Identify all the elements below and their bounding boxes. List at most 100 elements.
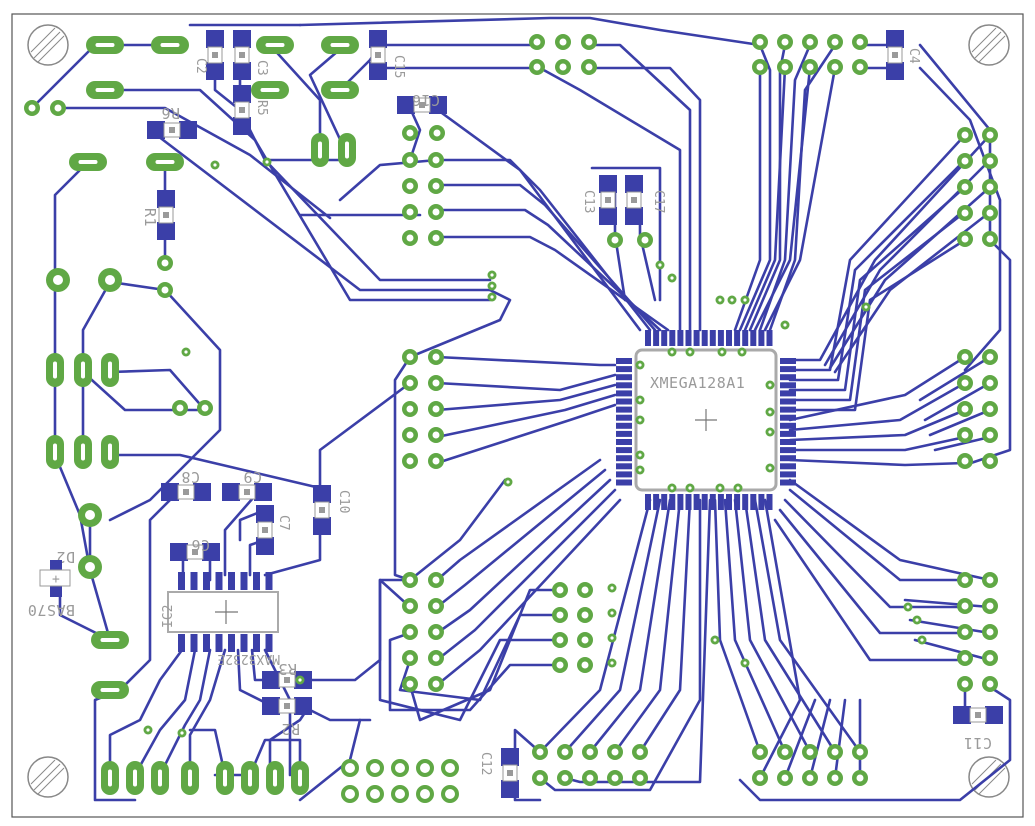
smd-pad — [157, 222, 175, 240]
pad-hole — [581, 611, 589, 619]
mcu-pin — [726, 494, 732, 510]
pad-hole — [611, 748, 619, 756]
smd-pad — [953, 706, 971, 724]
pad-hole — [986, 183, 994, 191]
ic2-pin — [178, 634, 185, 652]
mcu-pin — [685, 330, 692, 346]
smd-pad — [501, 780, 519, 798]
pad-hole — [406, 129, 414, 137]
pad-hole — [856, 774, 864, 782]
via-hole — [490, 273, 494, 277]
pad-hole — [536, 774, 544, 782]
mcu-pin — [645, 330, 651, 346]
smd-pad — [886, 30, 904, 48]
mcu-pin — [780, 382, 796, 389]
smd-mark — [183, 489, 189, 495]
smd-pad — [233, 117, 251, 135]
mcu-pin — [780, 455, 796, 462]
ic2-pin — [265, 572, 273, 590]
pad-hole — [986, 379, 994, 387]
pad-hole — [533, 38, 541, 46]
mounting-hole — [968, 24, 1010, 66]
ic2-pin — [215, 634, 223, 652]
pad-hole — [781, 748, 789, 756]
via-hole — [670, 276, 674, 280]
via-hole — [720, 350, 724, 354]
smd-mark — [244, 489, 250, 495]
smd-parts — [147, 30, 1003, 798]
r5-label: R5 — [254, 100, 269, 116]
via-hole — [146, 728, 150, 732]
pad-slot — [318, 141, 322, 159]
pad-hole — [961, 628, 969, 636]
mcu-pin — [742, 330, 749, 346]
pad-slot — [188, 769, 192, 787]
via-hole — [490, 284, 494, 288]
pad-slot — [155, 160, 175, 164]
pad-hole — [406, 602, 414, 610]
unused-pad — [416, 785, 434, 803]
via-hole — [490, 295, 494, 299]
unused-pad — [441, 759, 459, 777]
pad-hole — [636, 774, 644, 782]
unused-pad — [366, 759, 384, 777]
pad-hole — [406, 405, 414, 413]
smd-mark — [262, 527, 268, 533]
oval-pads — [46, 36, 359, 795]
mcu-pin — [780, 471, 796, 478]
pad-hole — [432, 602, 440, 610]
via-hole — [610, 586, 614, 590]
smd-pad — [193, 483, 211, 501]
smd-pad — [256, 505, 274, 523]
mcu-pin — [750, 494, 757, 510]
pad-hole — [961, 431, 969, 439]
mcu-pin — [780, 374, 796, 381]
smd-pad — [313, 517, 331, 535]
mcu-pin — [616, 382, 632, 389]
ic2-label: IC2 — [161, 605, 176, 628]
mcu-pin — [677, 330, 684, 346]
d2-pad — [50, 560, 62, 572]
smd-mark — [419, 102, 425, 108]
via-hole — [298, 678, 302, 682]
smd-pad — [161, 483, 179, 501]
pad-hole — [432, 654, 440, 662]
smd-mark — [284, 677, 290, 683]
pad-hole — [432, 457, 440, 465]
smd-pad — [262, 697, 280, 715]
via-hole — [743, 298, 747, 302]
smd-pad — [313, 485, 331, 503]
pad-hole — [406, 576, 414, 584]
pad-hole — [641, 236, 649, 244]
smd-mark — [507, 770, 513, 776]
unused-pad — [391, 759, 409, 777]
smd-pad — [254, 483, 272, 501]
pad-hole — [406, 156, 414, 164]
r6-label: R6 — [161, 104, 180, 122]
pad-hole — [432, 182, 440, 190]
via-hole — [730, 298, 734, 302]
c9-label: C9 — [243, 468, 262, 486]
mcu-pin — [616, 398, 632, 405]
ic2-pin — [228, 572, 235, 590]
pad-hole — [432, 628, 440, 636]
pad-slot — [81, 361, 85, 379]
smd-pad — [369, 62, 387, 80]
pad-hole — [432, 353, 440, 361]
mcu-pin — [616, 422, 632, 429]
pad-slot — [53, 443, 57, 461]
mcu-pin — [616, 406, 632, 413]
pad-hole — [831, 748, 839, 756]
trace-layer — [30, 16, 1012, 802]
smd-mark — [169, 127, 175, 133]
pad-slot — [345, 141, 349, 159]
pad-hole — [85, 510, 95, 520]
mcu-pin — [693, 494, 700, 510]
pad-hole — [161, 259, 169, 267]
pad-hole — [986, 431, 994, 439]
mounting-hole — [27, 24, 69, 66]
smd-pad — [625, 207, 643, 225]
via-hole — [768, 430, 772, 434]
pad-hole — [986, 680, 994, 688]
pad-hole — [961, 379, 969, 387]
